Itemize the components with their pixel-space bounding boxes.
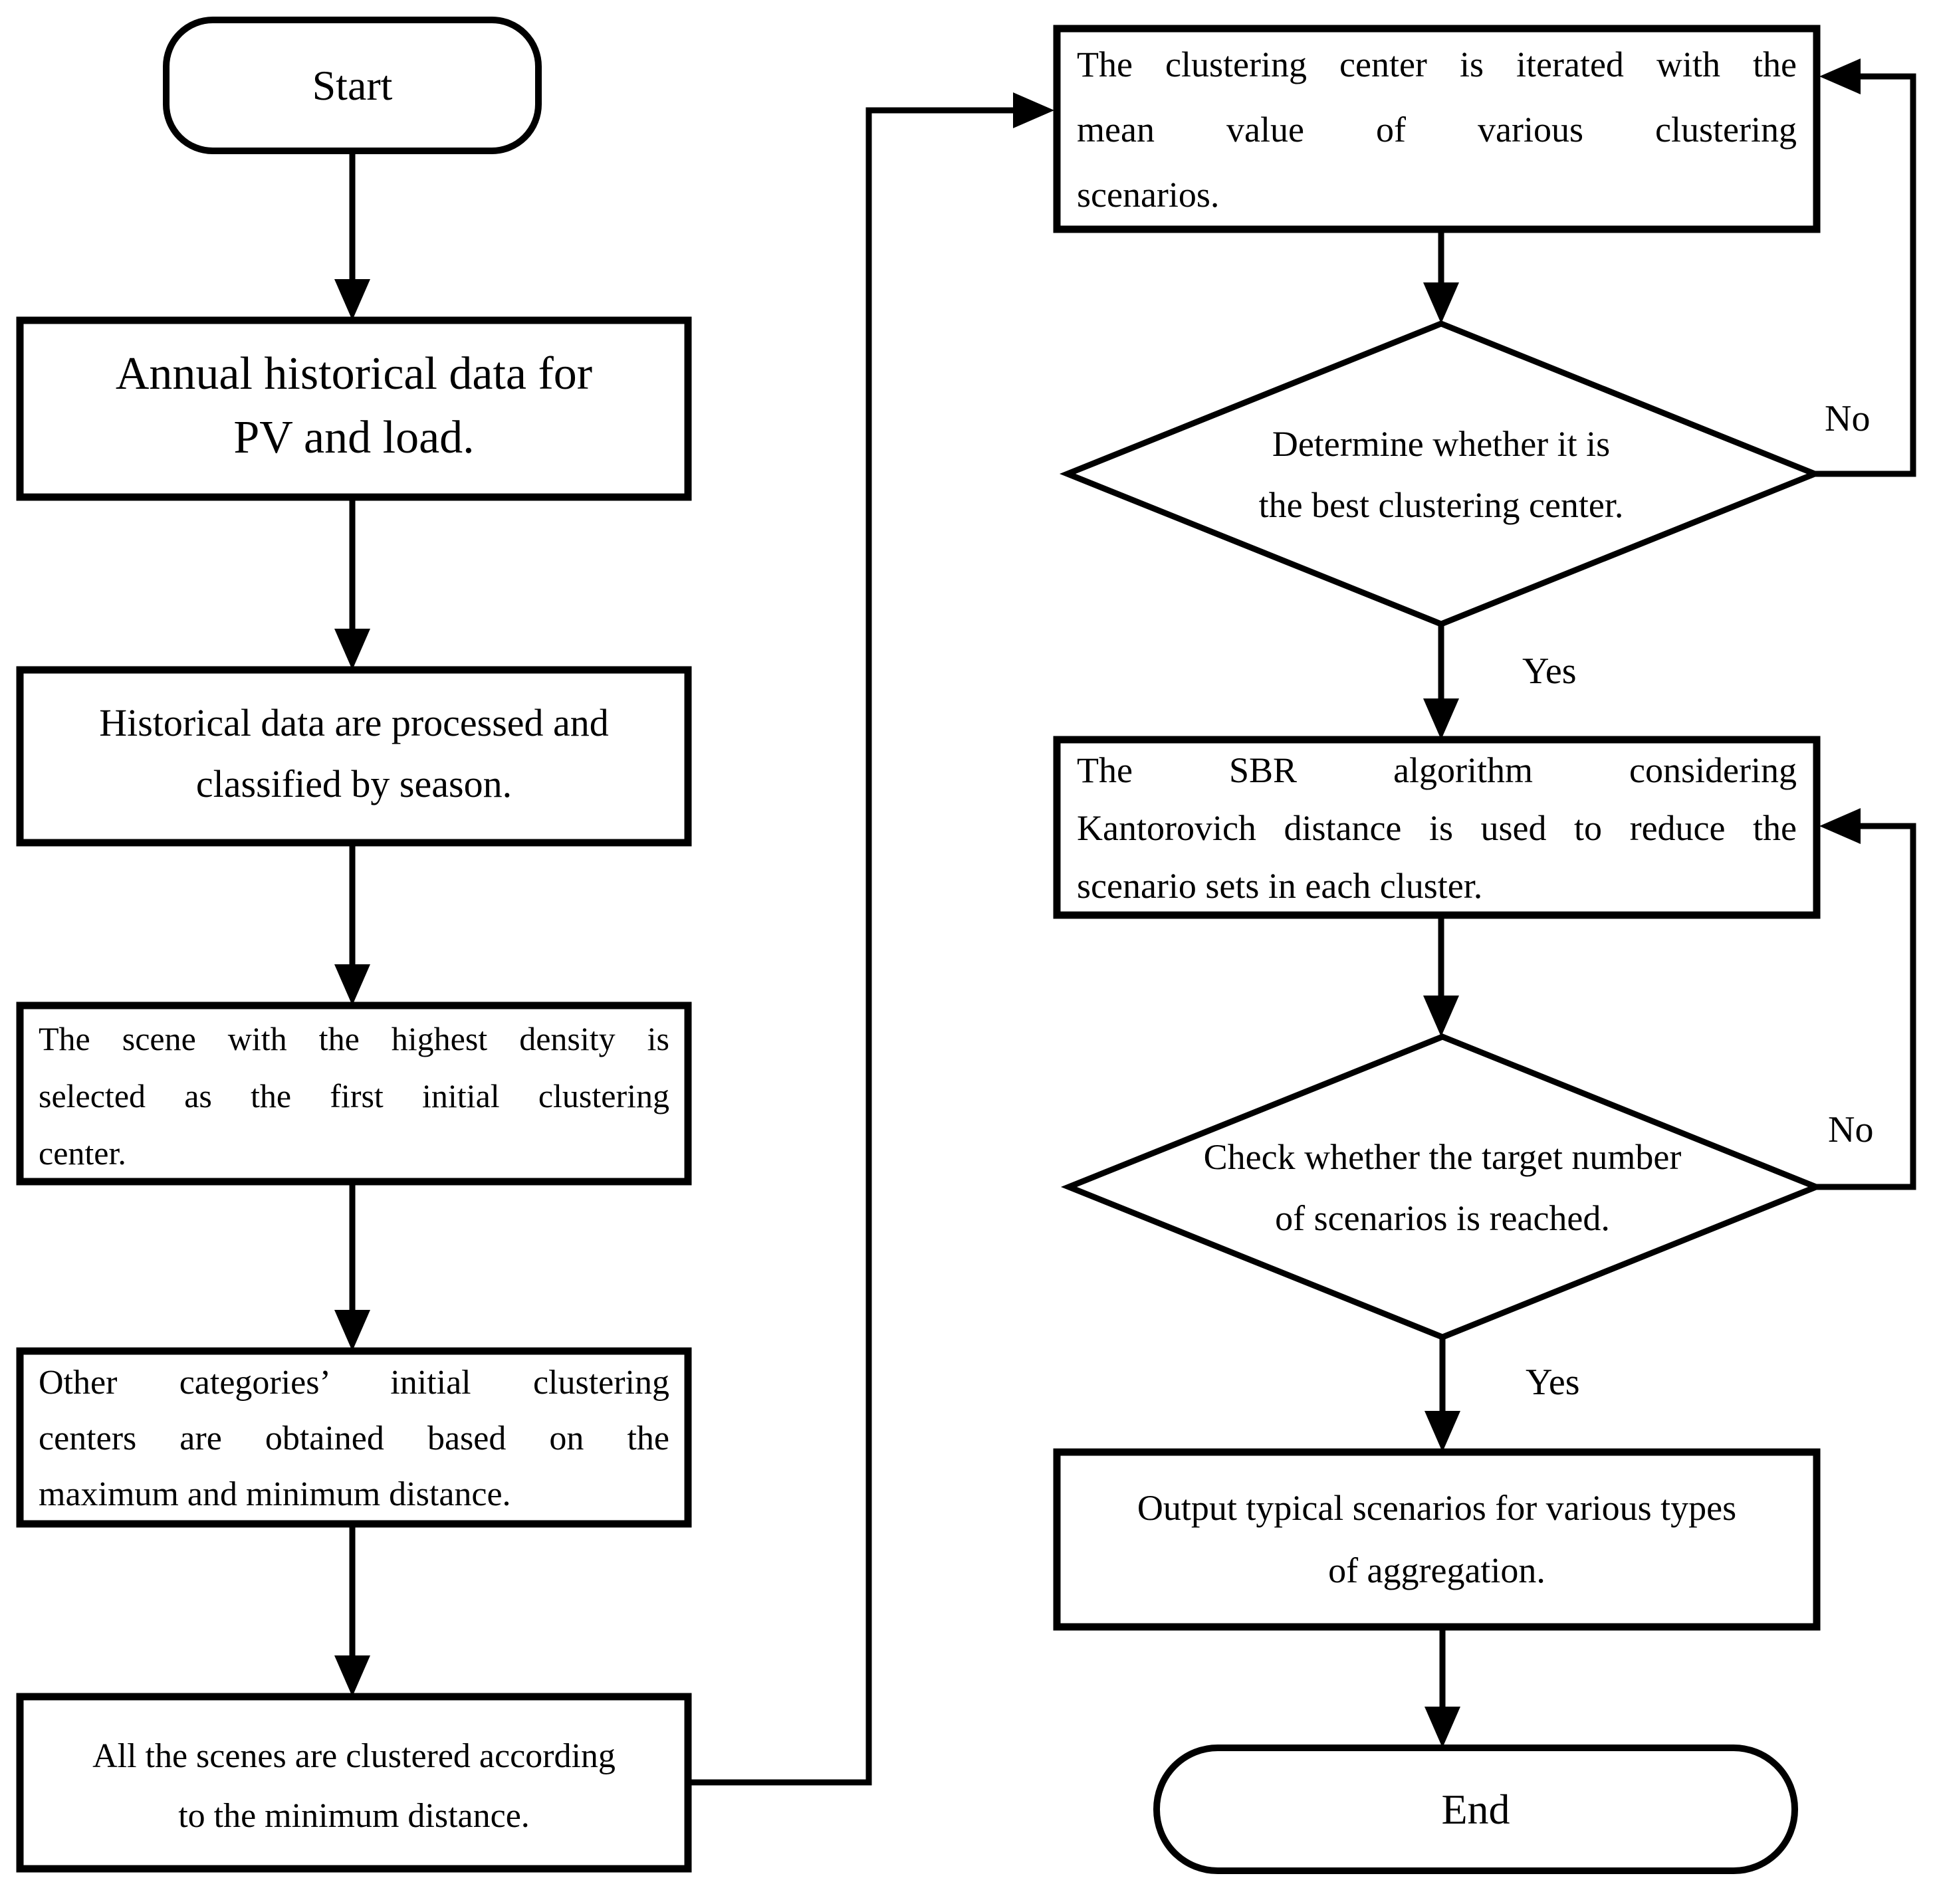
- arrowhead-output-end: [1425, 1707, 1460, 1748]
- decision-shape-best-center: [1059, 320, 1823, 627]
- edge-allscenes-iterate: [688, 107, 1016, 1786]
- process-all-scenes: All the scenes are clustered according t…: [39, 1727, 669, 1846]
- process-other-categories-line2: centers are obtained based on the: [39, 1420, 669, 1457]
- process-historical-data-line2: classified by season.: [195, 762, 513, 805]
- arrowhead-d2-output: [1425, 1411, 1460, 1452]
- decision-best-center-line2: the best clustering center.: [1258, 485, 1624, 525]
- decision-target-number-line2: of scenarios is reached.: [1275, 1198, 1610, 1238]
- decision-target-number-line1: Check whether the target number: [1203, 1137, 1682, 1177]
- process-shape-historical-data: [16, 666, 692, 847]
- decision-best-center: Determine whether it is the best cluster…: [1142, 413, 1740, 536]
- process-sbr-line3: scenario sets in each cluster.: [1077, 866, 1483, 906]
- process-highest-density-line1: The scene with the highest density is: [39, 1020, 669, 1057]
- arrowhead-layer: [334, 58, 1861, 1748]
- process-annual-data: Annual historical data for PV and load.: [39, 342, 669, 470]
- process-historical-data-line1: Historical data are processed and: [99, 701, 609, 744]
- process-all-scenes-line2: to the minimum distance.: [178, 1797, 530, 1835]
- edge-no-loop-1: [1815, 73, 1916, 477]
- process-other-categories: Other categories’ initial clustering cen…: [39, 1355, 669, 1523]
- process-shape-output: [1053, 1448, 1821, 1631]
- branch-label-no-1: No: [1825, 398, 1871, 439]
- arrowhead-no-loop-1: [1819, 58, 1861, 94]
- process-sbr-line1: The SBR algorithm considering: [1077, 750, 1797, 790]
- process-other-categories-line1: Other categories’ initial clustering: [39, 1364, 669, 1402]
- arrowhead-iterate-d1: [1423, 282, 1459, 324]
- decision-best-center-line1: Determine whether it is: [1272, 424, 1611, 464]
- arrowhead-historical-scene: [334, 964, 370, 1005]
- edge-layer: [349, 73, 1916, 1786]
- process-sbr-line2: Kantorovich distance is used to reduce t…: [1077, 808, 1797, 848]
- branch-label-yes-2: Yes: [1526, 1362, 1580, 1403]
- process-shape-all-scenes: [16, 1693, 692, 1873]
- decision-shape-target-number: [1060, 1033, 1825, 1340]
- process-annual-data-line1: Annual historical data for: [115, 348, 593, 399]
- process-shape-other-categories: [16, 1347, 692, 1528]
- process-shape-iterate-center: [1053, 25, 1821, 233]
- branch-label-yes-1: Yes: [1522, 651, 1577, 692]
- process-shape-sbr: [1053, 736, 1821, 919]
- process-iterate-center-line1: The clustering center is iterated with t…: [1077, 45, 1797, 84]
- arrowhead-sbr-d2: [1423, 996, 1459, 1037]
- arrowhead-annual-historical: [334, 629, 370, 670]
- process-output: Output typical scenarios for various typ…: [1077, 1477, 1797, 1602]
- end-node-label: End: [1441, 1785, 1510, 1833]
- edge-no-loop-2: [1816, 823, 1916, 1190]
- end-node: End: [1157, 1748, 1795, 1871]
- node-shape-layer: [16, 17, 1825, 1874]
- process-other-categories-line3: maximum and minimum distance.: [39, 1475, 511, 1513]
- arrowhead-allscenes-iterate: [1013, 92, 1054, 128]
- process-iterate-center: The clustering center is iterated with t…: [1077, 32, 1797, 227]
- process-output-line1: Output typical scenarios for various typ…: [1137, 1488, 1737, 1528]
- decision-target-number: Check whether the target number of scena…: [1143, 1126, 1742, 1249]
- start-node: Start: [166, 20, 538, 151]
- start-node-label: Start: [312, 61, 393, 109]
- process-iterate-center-line3: scenarios.: [1077, 175, 1220, 215]
- terminal-shape-start: [163, 17, 542, 154]
- process-shape-annual-data: [16, 316, 692, 501]
- process-highest-density: The scene with the highest density is se…: [39, 1010, 669, 1182]
- terminal-shape-end: [1153, 1745, 1798, 1874]
- arrowhead-start-annual: [334, 279, 370, 320]
- branch-label-no-2: No: [1828, 1109, 1874, 1150]
- arrowhead-no-loop-2: [1819, 808, 1861, 844]
- process-annual-data-line2: PV and load.: [233, 412, 475, 463]
- process-output-line2: of aggregation.: [1328, 1550, 1545, 1590]
- process-iterate-center-line2: mean value of various clustering: [1077, 110, 1797, 150]
- process-all-scenes-line1: All the scenes are clustered according: [92, 1737, 616, 1775]
- process-historical-data: Historical data are processed and classi…: [39, 692, 669, 815]
- arrowhead-other-allscenes: [334, 1655, 370, 1697]
- process-shape-highest-density: [16, 1002, 692, 1186]
- process-highest-density-line3: center.: [39, 1134, 126, 1172]
- process-highest-density-line2: selected as the first initial clustering: [39, 1077, 669, 1114]
- arrowhead-scene-other: [334, 1310, 370, 1351]
- process-sbr: The SBR algorithm considering Kantorovic…: [1077, 742, 1797, 915]
- arrowhead-d1-sbr: [1423, 698, 1459, 740]
